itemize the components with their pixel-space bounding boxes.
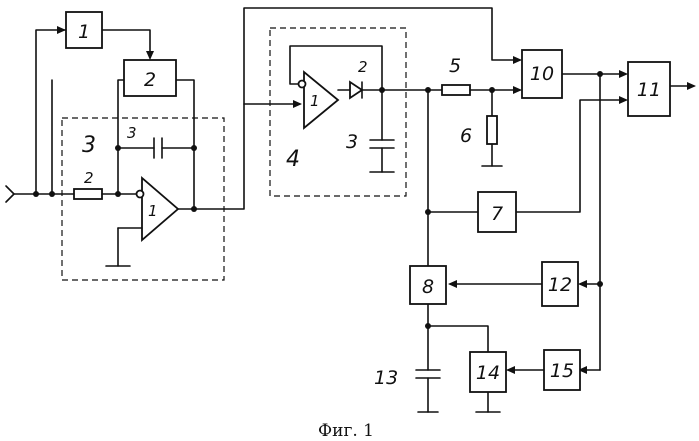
capacitor-g4-label: 3 [346,131,358,153]
opamp-g4-label: 1 [310,92,320,110]
svg-text:14: 14 [476,362,500,384]
block-14: 14 [470,352,506,392]
capacitor-g3-label: 3 [127,124,137,142]
svg-text:12: 12 [548,274,572,296]
block-11: 11 [628,62,670,116]
capacitor-13-label: 13 [374,367,398,389]
resistor-5 [442,85,470,95]
resistor-5-label: 5 [449,55,461,77]
block-7: 7 [478,192,516,232]
svg-text:15: 15 [550,360,574,382]
opamp-g3-label: 1 [148,202,158,220]
block-1: 1 [66,12,102,48]
resistor-6-label: 6 [460,125,472,147]
block-10: 10 [522,50,562,98]
group-3-label: 3 [82,133,96,158]
resistor-g3-label: 2 [84,169,94,187]
block-8: 8 [410,266,446,304]
resistor-g3 [74,189,102,199]
block-15: 15 [544,350,580,390]
svg-text:8: 8 [422,276,434,298]
diode-g4-label: 2 [358,58,368,76]
svg-text:7: 7 [491,203,503,225]
svg-text:10: 10 [530,63,554,85]
block-2: 2 [124,60,176,96]
input-terminal [6,186,74,202]
svg-text:11: 11 [637,79,661,101]
svg-text:2: 2 [144,69,156,91]
svg-text:1: 1 [78,21,90,43]
resistor-6 [487,116,497,144]
diode-g4 [350,82,362,98]
block-12: 12 [542,262,578,306]
group-4-label: 4 [286,147,300,172]
figure-caption: Фиг. 1 [318,421,374,441]
